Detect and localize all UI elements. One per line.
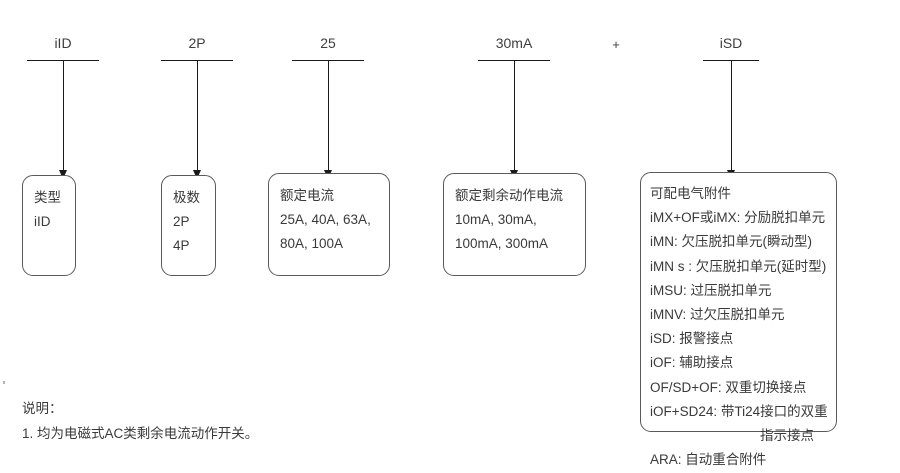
code-segment-label-25: 25 <box>320 35 336 51</box>
accessory-item: iMN s : 欠压脱扣单元(延时型) <box>650 258 827 274</box>
accessory-item: iSD: 报警接点 <box>650 331 734 347</box>
accessory-item: iOF: 辅助接点 <box>650 355 734 371</box>
connector-arrow-stem <box>731 60 732 170</box>
box-value-line: 80A, 100A <box>280 236 344 251</box>
connector-arrow-stem <box>63 60 64 170</box>
box-value-line: 10mA, 30mA, <box>455 212 537 227</box>
box-heading: 可配电气附件 <box>650 186 731 201</box>
box-value-line: 4P <box>173 238 190 253</box>
box-heading: 额定剩余动作电流 <box>455 188 563 203</box>
accessory-item: iMSU: 过压脱扣单元 <box>650 282 772 298</box>
code-segment-label-2p: 2P <box>188 35 206 51</box>
accessory-item: OF/SD+OF: 双重切换接点 <box>650 379 807 395</box>
description-box-poles: 极数 2P 4P <box>161 175 216 276</box>
connector-arrow-stem <box>328 60 329 170</box>
box-value-line: 25A, 40A, 63A, <box>280 212 371 227</box>
description-box-type: 类型 iID <box>22 175 76 276</box>
description-box-rated-residual-current: 额定剩余动作电流 10mA, 30mA, 100mA, 300mA <box>443 173 586 276</box>
connector-arrow-stem <box>197 60 198 170</box>
accessory-item: 指示接点 <box>760 428 814 444</box>
artifact-speck <box>3 381 5 384</box>
accessory-item: iMNV: 过欠压脱扣单元 <box>650 307 785 323</box>
box-value-line: 2P <box>173 214 190 229</box>
note-item: 1. 均为电磁式AC类剩余电流动作开关。 <box>22 426 259 441</box>
accessory-item: iOF+SD24: 带Ti24接口的双重 <box>650 403 828 419</box>
box-heading: 极数 <box>173 190 200 205</box>
accessory-item: iMN: 欠压脱扣单元(瞬动型) <box>650 234 812 250</box>
box-heading: 类型 <box>34 190 61 205</box>
accessory-item: ARA: 自动重合附件 <box>650 452 767 468</box>
connector-arrow-stem <box>514 60 515 170</box>
box-value-line: 100mA, 300mA <box>455 236 549 251</box>
connector-arrow-head <box>193 170 201 179</box>
description-box-electrical-accessories: 可配电气附件 iMX+OF或iMX: 分励脱扣单元 iMN: 欠压脱扣单元(瞬动型)… <box>640 172 837 467</box>
code-segment-label-isd: iSD <box>719 35 743 51</box>
description-box-rated-current: 额定电流 25A, 40A, 63A, 80A, 100A <box>268 173 390 276</box>
notes-title: 说明： <box>22 401 63 416</box>
box-value-line: iID <box>34 214 51 229</box>
notes-block: 说明： 1. 均为电磁式AC类剩余电流动作开关。 <box>22 396 258 446</box>
code-segment-label-iid: iID <box>54 35 72 51</box>
accessory-item: iMX+OF或iMX: 分励脱扣单元 <box>650 210 826 226</box>
connector-arrow-head <box>59 170 67 179</box>
code-segment-label-30ma: 30mA <box>495 35 533 51</box>
plus-symbol: + <box>612 37 620 52</box>
box-heading: 额定电流 <box>280 188 334 203</box>
